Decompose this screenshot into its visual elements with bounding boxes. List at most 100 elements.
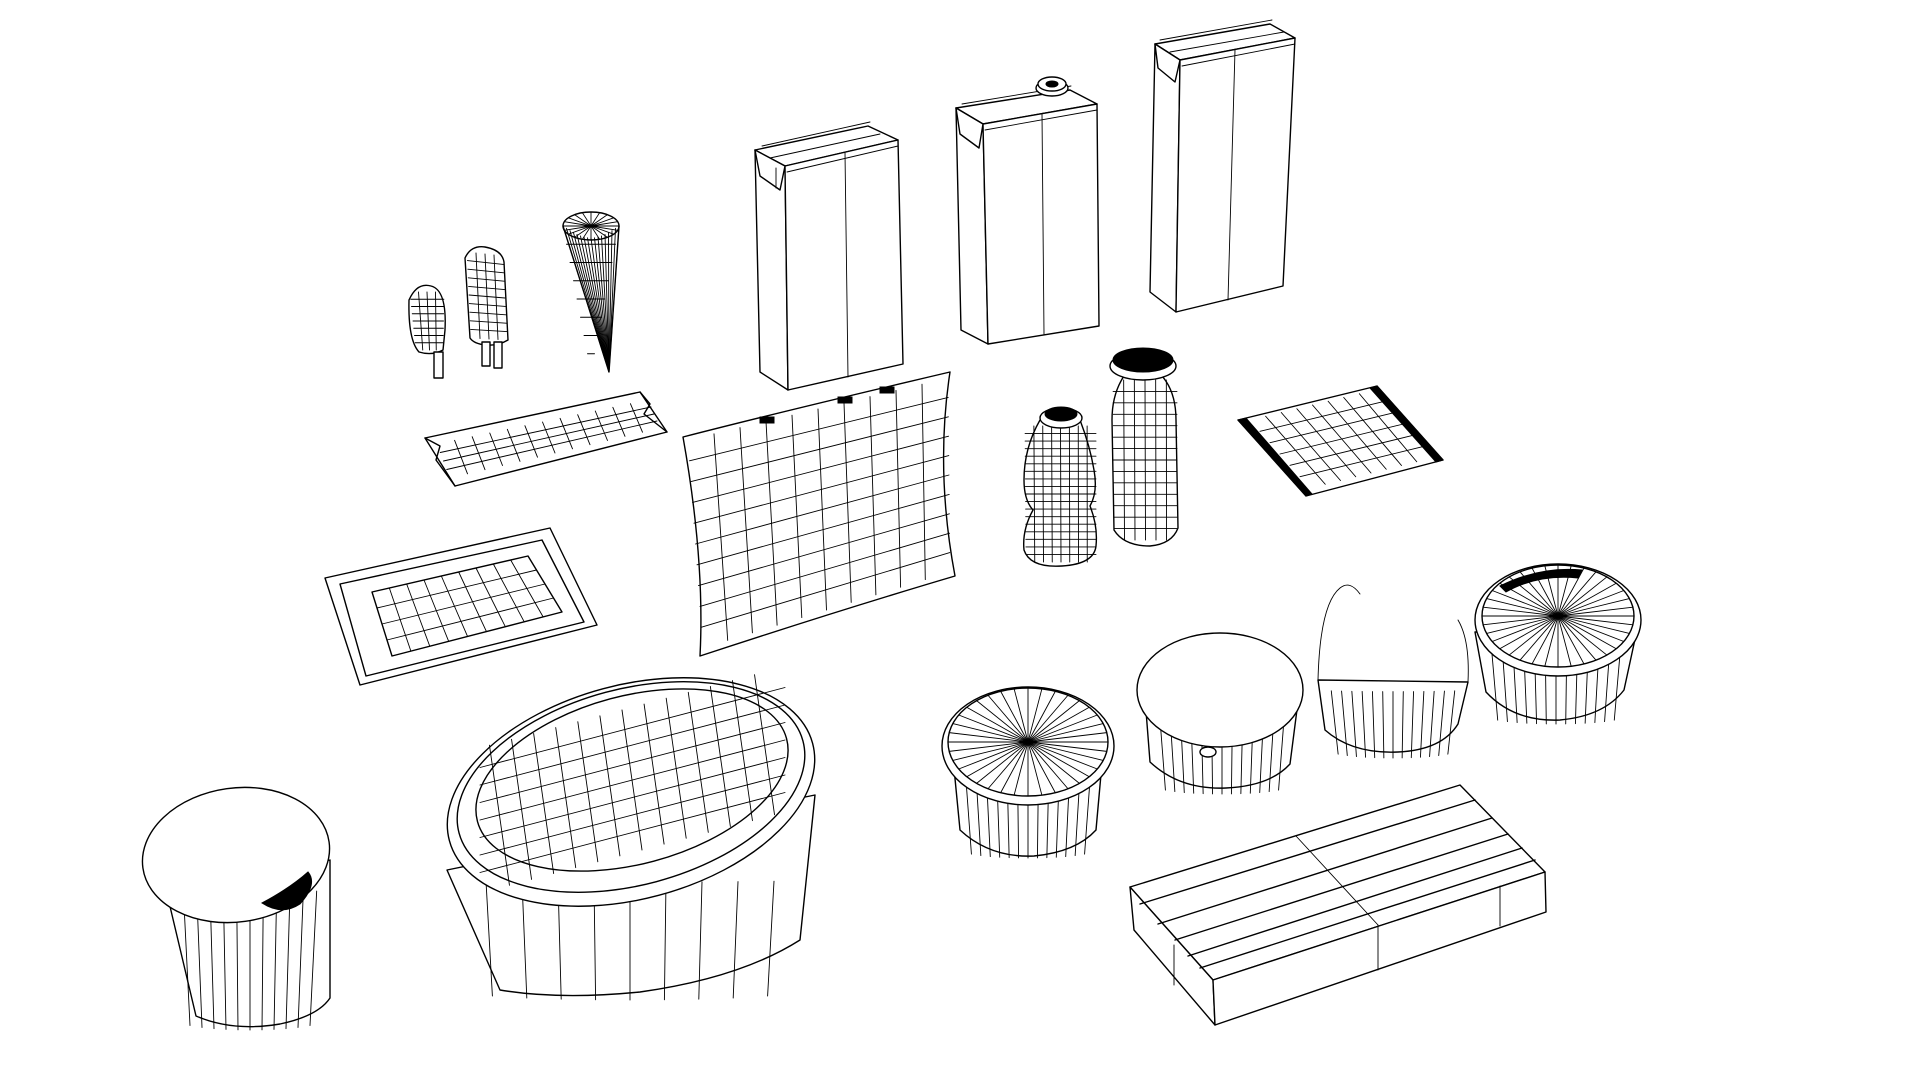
wire-line [1027, 700, 1080, 743]
wire-line [1371, 691, 1376, 759]
wire-line [608, 232, 610, 373]
wire-line [696, 493, 950, 566]
yogurt-cup-icon [141, 786, 331, 1031]
wire-line [590, 225, 615, 235]
wire-line [479, 704, 786, 786]
wire-line [693, 455, 950, 524]
wire-line [521, 881, 528, 999]
wire-line [1491, 615, 1559, 642]
wire-line [732, 881, 739, 999]
wire-line [1429, 690, 1435, 758]
wire-line [573, 232, 610, 373]
wire-line [576, 234, 610, 373]
wire-line [958, 741, 1029, 770]
wire-line [699, 532, 951, 607]
wire-line [1544, 615, 1559, 667]
wire-line [701, 552, 951, 628]
wire-line [479, 757, 786, 838]
wire-line [597, 236, 610, 373]
wire-line [695, 474, 950, 545]
wire-line [1259, 400, 1385, 432]
wire-line [1557, 615, 1625, 642]
wire-line [469, 311, 507, 316]
wire-line [567, 225, 592, 235]
wire-line [952, 723, 1029, 743]
wire-line [590, 217, 615, 227]
wire-line [1410, 691, 1415, 759]
popsicle-small-icon [408, 284, 446, 379]
wire-line [1027, 741, 1056, 794]
wire-line [1557, 615, 1585, 665]
wire-line [569, 230, 610, 373]
wire-line [594, 237, 610, 373]
long-box-icon [1129, 784, 1547, 1026]
wire-line [1531, 615, 1559, 665]
wire-line [386, 597, 554, 641]
wire-line [1027, 741, 1098, 770]
wire-line [1027, 694, 1069, 743]
snack-bar-wrapper-icon [424, 391, 668, 487]
wire-line [1027, 741, 1043, 796]
wire-line [590, 225, 601, 240]
wire-line [479, 792, 786, 873]
wire-line [1269, 412, 1395, 444]
wire-line [581, 212, 592, 227]
juice-carton-left-icon [754, 121, 904, 391]
wire-line [1557, 606, 1634, 617]
wire-line [1382, 691, 1385, 759]
wire-line [590, 237, 610, 373]
wire-line [1447, 690, 1456, 755]
wire-line [590, 214, 608, 227]
wire-line [1027, 741, 1108, 752]
wire-line [958, 714, 1029, 743]
wire-line [1401, 691, 1404, 759]
wire-line [1557, 598, 1630, 617]
cone-icon [562, 211, 620, 373]
oval-tub-icon [446, 674, 816, 1001]
wire-line [698, 881, 703, 1000]
round-tub-right-icon [1474, 563, 1642, 725]
wire-line [590, 225, 619, 231]
wire-line [1557, 615, 1572, 667]
wire-line [587, 237, 610, 373]
wire-line [479, 774, 786, 856]
wire-line [948, 732, 1029, 743]
wire-line [1013, 741, 1029, 796]
wire-line [1557, 615, 1608, 656]
wire-line [467, 268, 505, 274]
wire-line [1000, 690, 1029, 743]
small-bottle-icon [1023, 406, 1098, 567]
tall-bottle-icon [1109, 347, 1179, 547]
wire-line [1482, 615, 1559, 626]
popsicle-tall-icon [464, 246, 509, 369]
wire-line [479, 739, 786, 821]
wire-line [1027, 732, 1108, 743]
wire-line [1499, 615, 1559, 650]
wire-line [468, 294, 506, 299]
wire-line [563, 225, 592, 231]
wire-line [1299, 446, 1423, 478]
wire-line [1438, 690, 1445, 757]
juice-carton-right-icon [1149, 19, 1296, 313]
wire-line [1557, 615, 1597, 661]
wire-line [731, 680, 753, 822]
juice-carton-cap-icon [955, 76, 1100, 345]
wire-line [1557, 567, 1585, 617]
wire-line [976, 741, 1029, 784]
wire-line [987, 741, 1029, 790]
wire-line [698, 513, 950, 587]
wire-line [1486, 615, 1559, 634]
wire-line [1557, 582, 1617, 617]
wire-line [1027, 688, 1043, 743]
wire-line [1557, 615, 1634, 626]
wire-line [485, 880, 493, 997]
wire-line [381, 583, 546, 625]
wire-line [1341, 690, 1348, 757]
wire-line [1027, 741, 1069, 790]
wire-line [581, 225, 592, 240]
wire-line [590, 221, 619, 227]
wire-line [470, 328, 508, 333]
wire-line [439, 406, 652, 453]
wire-line [604, 234, 610, 373]
